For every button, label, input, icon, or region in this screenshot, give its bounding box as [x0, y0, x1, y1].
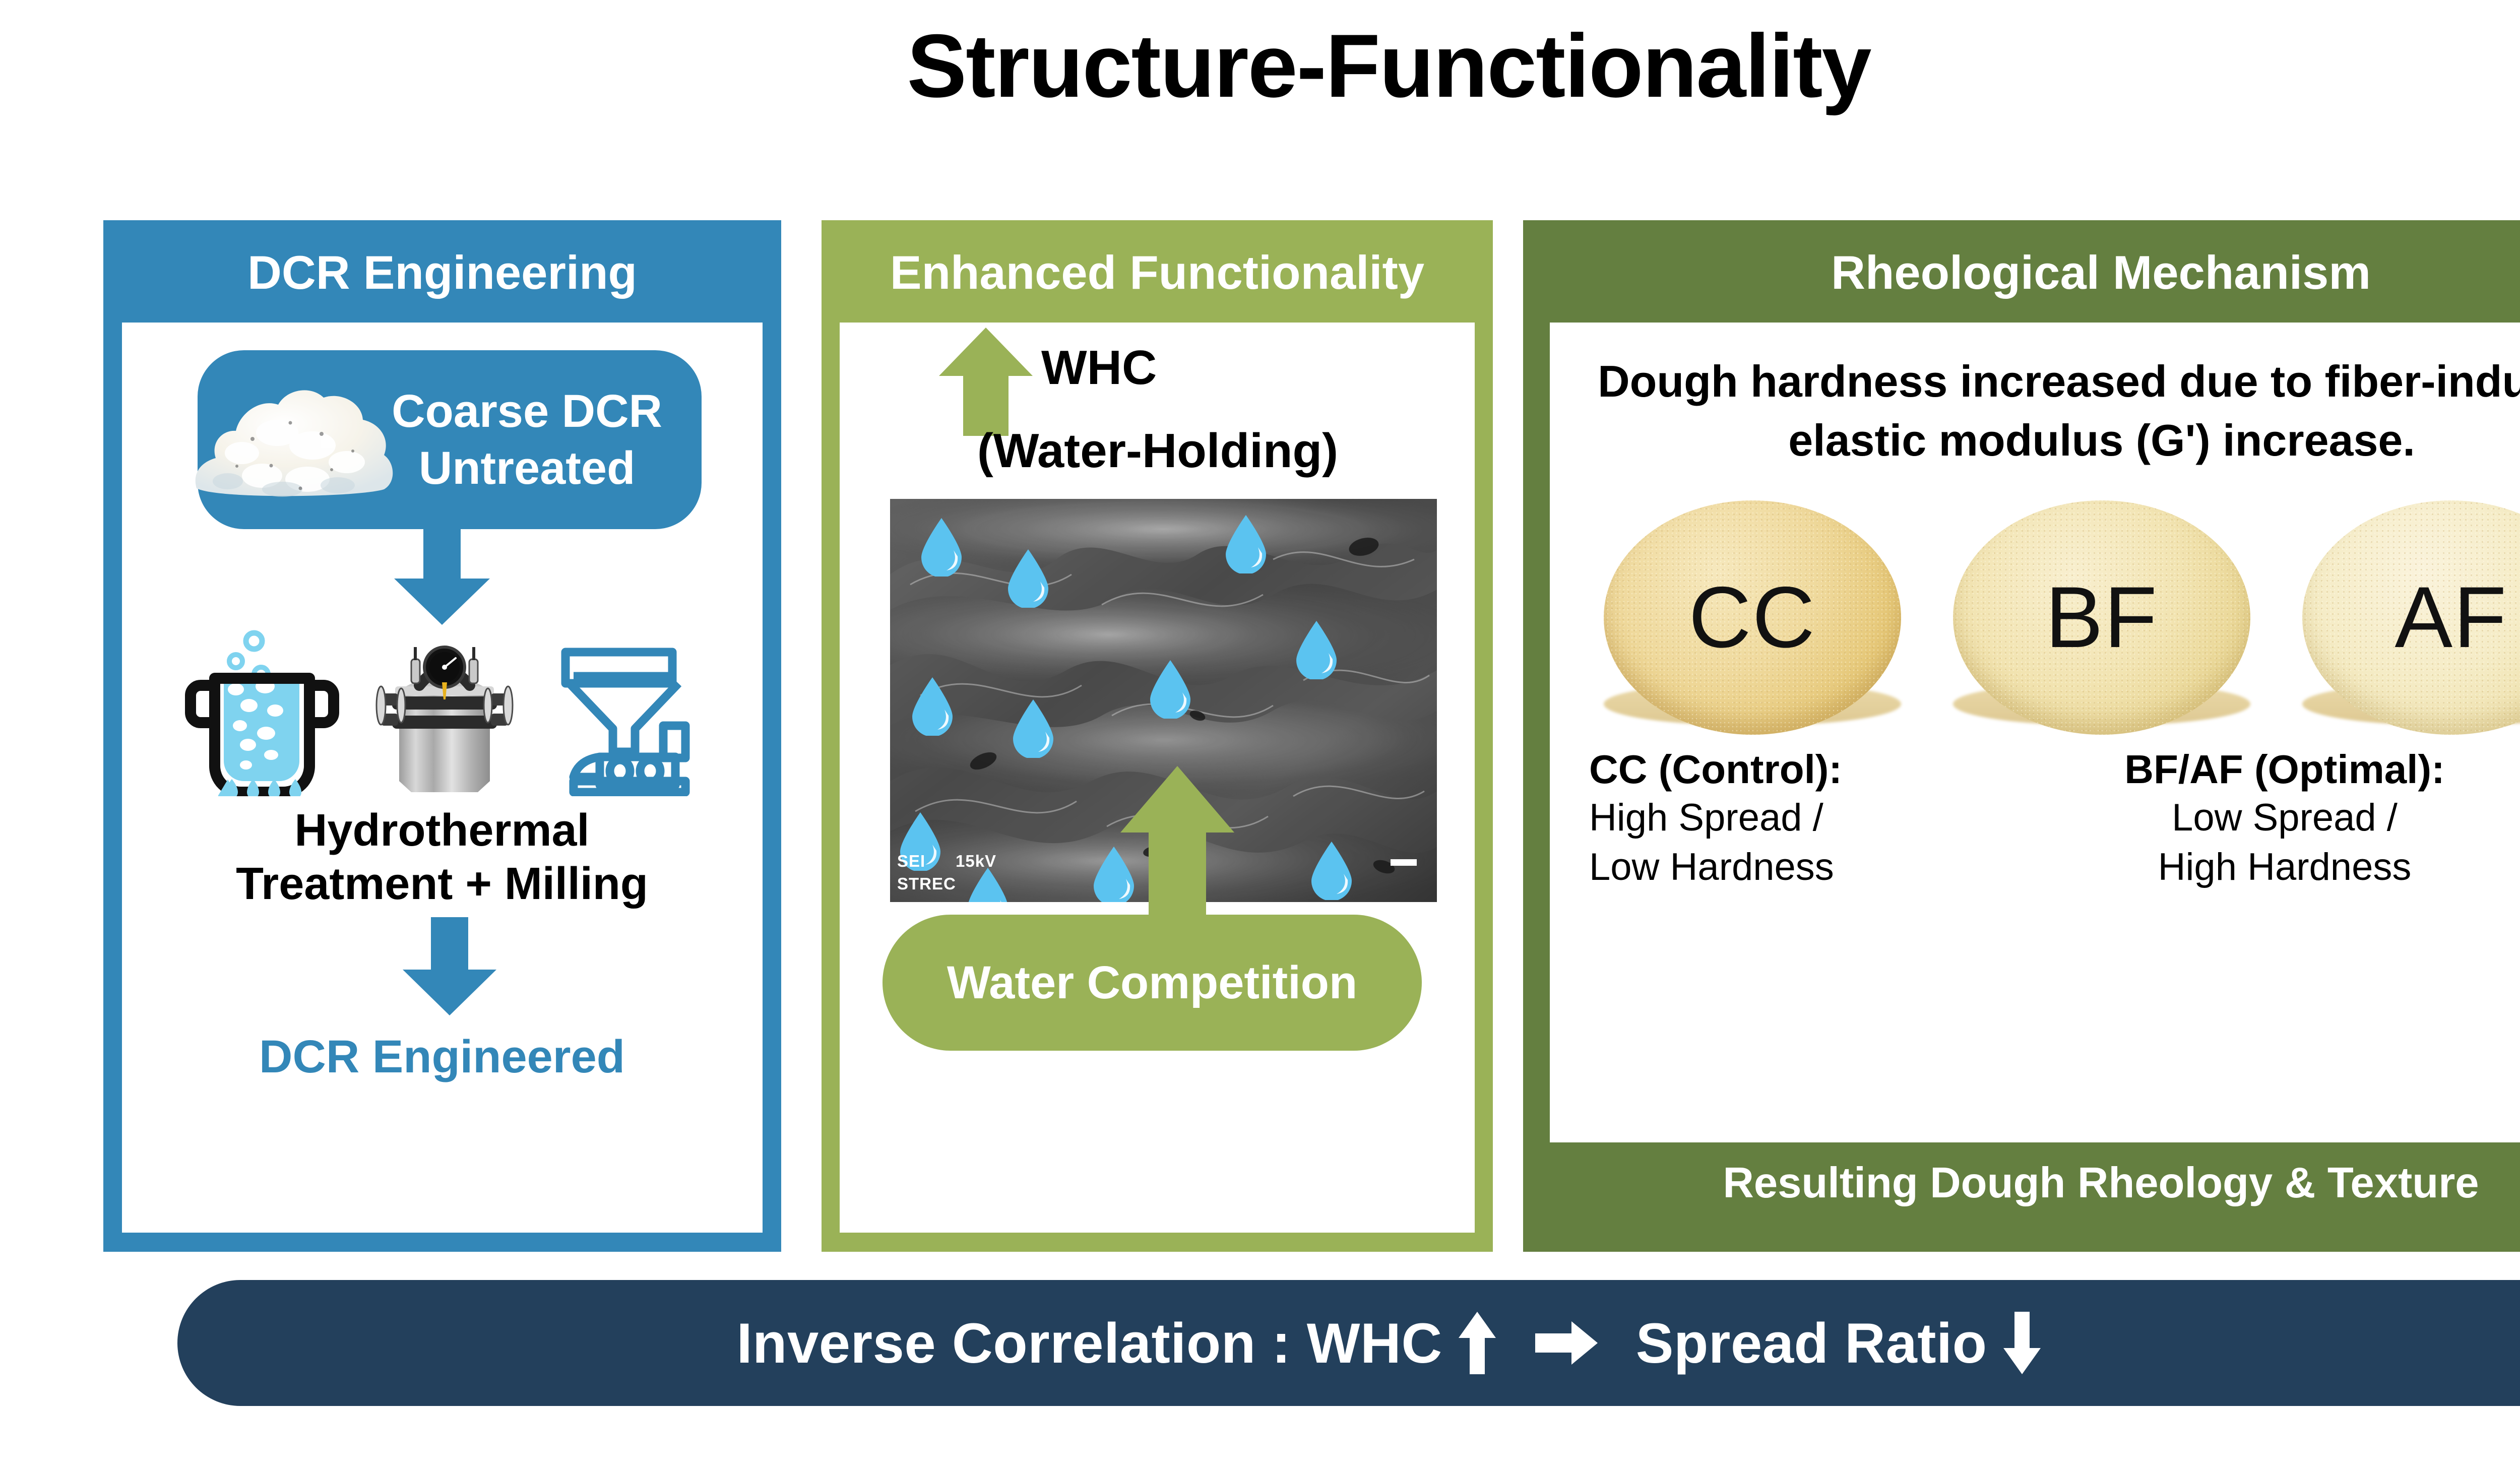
cookie-crumb-texture [1603, 500, 1901, 735]
rheology-footnote: Resulting Dough Rheology & Texture [1723, 1159, 2479, 1207]
water-drop-icon [1147, 659, 1193, 719]
sem-voltage-label: 15kV [956, 852, 997, 870]
result-body-bfaf: Low Spread / High Hardness [2158, 796, 2412, 888]
whc-sublabel: (Water-Holding) [977, 424, 1339, 478]
arrow-down-bold-icon [2002, 1311, 2042, 1375]
dcr-engineered-label: DCR Engineered [259, 1031, 625, 1082]
water-drop-icon [897, 811, 943, 871]
result-title-bfaf: BF/AF (Optimal): [2124, 747, 2445, 792]
panel-dcr-engineering-header: DCR Engineering [247, 246, 637, 299]
result-title-cc: CC (Control): [1589, 747, 1843, 792]
panel-rheological-mechanism-body: Dough hardness increased due to fiber-in… [1550, 323, 2520, 1142]
water-drop-icon [1091, 846, 1137, 902]
boiling-pot-icon [179, 630, 346, 796]
hydrothermal-process-label: Hydrothermal Treatment + Milling [236, 805, 648, 910]
banner-text-right: Spread Ratio [1635, 1311, 1987, 1375]
page-title: Structure-Functionality [907, 16, 1871, 116]
water-drop-icon [1293, 620, 1340, 679]
arrow-down-icon [389, 524, 495, 625]
rheology-statement: Dough hardness increased due to fiber-in… [1598, 356, 2520, 466]
cookie-label-cc: CC [1688, 569, 1816, 666]
cookie-crumb-texture [1952, 500, 2250, 735]
cookie-disc [1603, 500, 1901, 735]
water-drop-icon [909, 676, 956, 736]
water-competition-pill: Water Competition [883, 915, 1422, 1051]
sem-detector-label: SEI [897, 852, 926, 870]
result-body-cc: High Spread / Low Hardness [1589, 796, 1834, 888]
whc-label: WHC [1041, 341, 1157, 395]
banner-text-left: Inverse Correlation : WHC [736, 1311, 1442, 1375]
coarse-dcr-pill-label: Coarse DCR Untreated [392, 386, 662, 494]
cookie-label-bf: BF [2045, 569, 2158, 666]
coarse-dcr-pill: Coarse DCR Untreated [195, 350, 702, 529]
water-competition-label: Water Competition [947, 956, 1358, 1008]
cookie-label-af: AF [2395, 569, 2508, 666]
process-icons-group [152, 625, 732, 796]
coarse-dcr-powder-image [186, 362, 403, 514]
water-drop-icon [965, 867, 1011, 902]
panel-dcr-engineering: DCR Engineering [103, 220, 781, 1252]
result-column-cc: CC (Control): High Spread / Low Hardness [1580, 746, 2002, 891]
autoclave-icon [364, 630, 525, 796]
water-drop-icon [918, 517, 965, 577]
water-drop-icon [1005, 548, 1051, 608]
arrow-down-icon-2 [397, 917, 502, 1015]
cookie-sample-bf: BF [1952, 500, 2250, 735]
water-drop-icon [1308, 841, 1355, 900]
inverse-correlation-banner: Inverse Correlation : WHC Spread Ratio [177, 1280, 2520, 1406]
panel-rheological-mechanism: Rheological Mechanism Dough hardness inc… [1523, 220, 2520, 1252]
panel-dcr-engineering-body: Coarse DCR Untreated [122, 323, 763, 1233]
result-column-bfaf: BF/AF (Optimal): Low Spread / High Hardn… [2078, 746, 2491, 891]
cookie-disc [1952, 500, 2250, 735]
panel-enhanced-functionality-header: Enhanced Functionality [890, 246, 1425, 299]
results-comparison-row: CC (Control): High Spread / Low Hardness… [1580, 746, 2520, 891]
sem-scale-bar [1391, 859, 1417, 866]
panel-enhanced-functionality-body: WHC (Water-Holding) [840, 323, 1475, 1233]
panel-enhanced-functionality: Enhanced Functionality WHC (Water-Holdin… [822, 220, 1493, 1252]
cookie-samples-row: CC BF AF [1578, 491, 2520, 743]
sem-facility-label: STREC [897, 874, 956, 893]
arrow-right-bold-icon [1534, 1320, 1599, 1366]
panel-rheological-mechanism-header: Rheological Mechanism [1831, 246, 2371, 299]
water-drop-icon [1010, 698, 1056, 758]
cookie-sample-af: AF [2302, 500, 2520, 735]
arrow-up-icon-whc [938, 328, 1034, 436]
water-drop-icon [1223, 514, 1269, 573]
arrow-up-bold-icon [1458, 1311, 1497, 1375]
cookie-sample-cc: CC [1603, 500, 1901, 735]
mill-grinder-icon [543, 630, 705, 796]
